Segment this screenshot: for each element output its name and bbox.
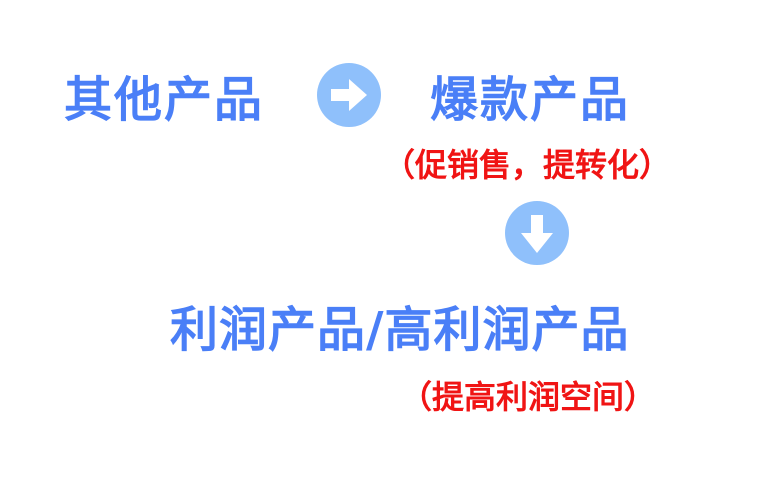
node-profit-products: 利润产品/高利润产品 — [170, 302, 630, 358]
note-hot-products: （促销售，提转化） — [383, 146, 672, 184]
arrow-down-icon — [505, 201, 569, 265]
node-other-products: 其他产品 — [64, 72, 265, 128]
node-hot-products: 爆款产品 — [430, 72, 631, 128]
arrow-right-icon — [317, 63, 381, 127]
note-profit-products: （提高利润空间） — [400, 378, 657, 416]
